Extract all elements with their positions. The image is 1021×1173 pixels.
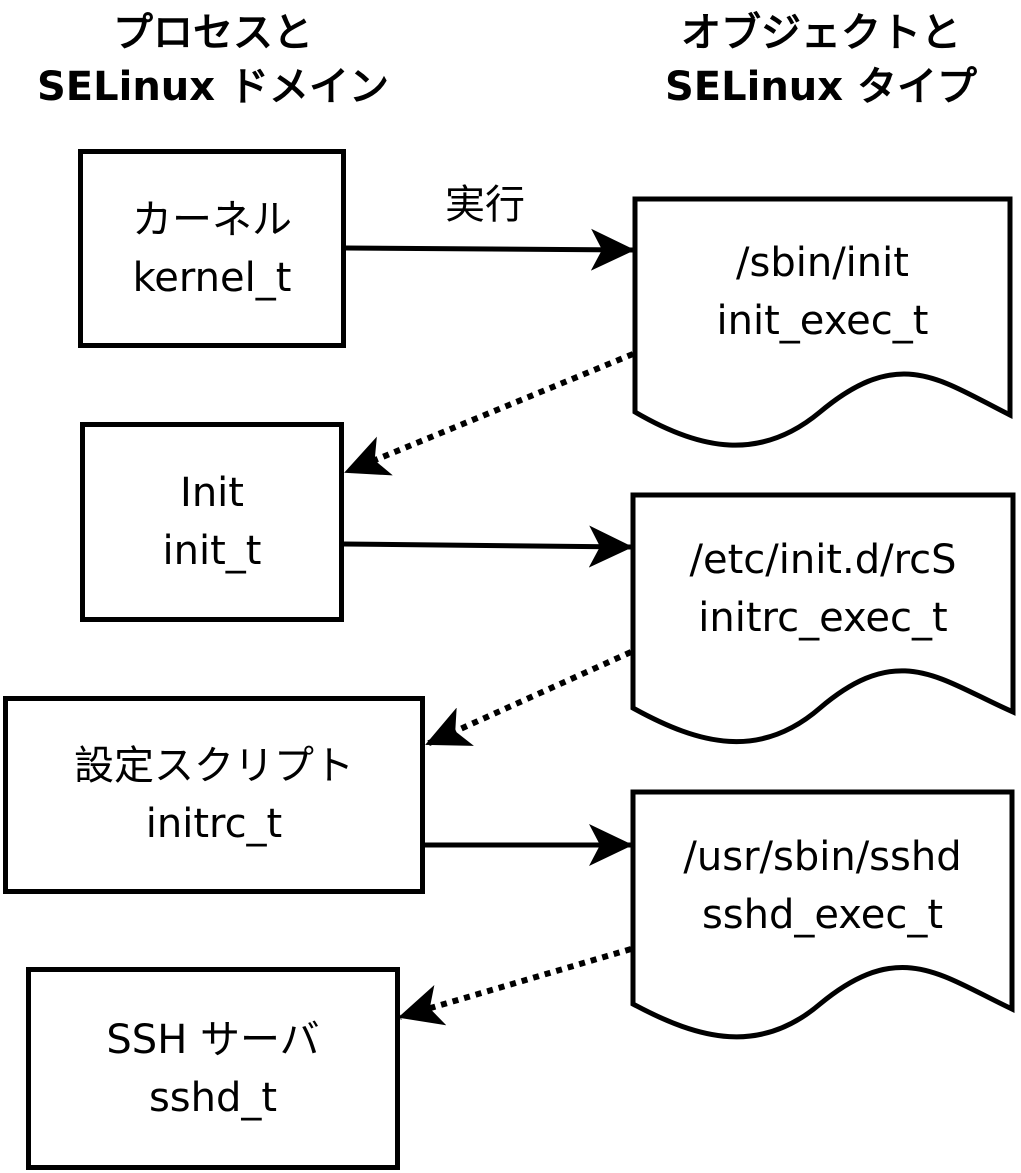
processes-heading-line1: プロセスと [113,10,313,56]
file-path: /sbin/init [736,240,909,286]
processes-heading-line2: SELinux ドメイン [36,64,389,110]
process-box-script: 設定スクリプト initrc_t [3,696,425,894]
file-type: init_exec_t [716,298,929,344]
transition-arrow-sshd-exec-to-sshd [398,946,632,1026]
transition-arrow-init-exec-to-init [344,351,635,476]
objects-heading-line1: オブジェクトと [681,10,961,56]
file-type: sshd_exec_t [701,892,944,938]
file-path: /etc/init.d/rcS [689,537,957,583]
process-box-sshd: SSH サーバ sshd_t [26,967,400,1170]
execute-label: 実行 [445,182,525,228]
transition-arrow-rcs-exec-to-script [425,649,633,747]
process-name: SSH サーバ [106,1016,320,1063]
objects-heading: オブジェクトと SELinux タイプ [611,6,1021,114]
file-path: /usr/sbin/sshd [683,834,962,880]
process-domain-type: sshd_t [148,1074,278,1121]
file-type: initrc_exec_t [698,595,948,641]
process-domain-type: initrc_t [145,801,283,847]
exec-arrow-kernel-to-init [345,228,635,271]
processes-heading: プロセスと SELinux ドメイン [3,6,423,114]
process-box-init: Init init_t [80,422,344,622]
process-name: 設定スクリプト [74,743,354,789]
doc-shape-rcs [630,492,1016,745]
process-name: Init [180,470,244,516]
file-doc-sshd: /usr/sbin/sshd sshd_exec_t [633,828,1012,944]
exec-arrow-init-to-rcs [343,525,633,568]
doc-shape-sbin-init [632,196,1013,448]
file-doc-rcs: /etc/init.d/rcS initrc_exec_t [633,531,1013,647]
doc-shape-sshd [630,789,1015,1040]
process-domain-type: kernel_t [132,254,292,301]
objects-heading-line2: SELinux タイプ [664,64,977,110]
process-name: カーネル [132,196,292,243]
process-domain-type: init_t [162,528,262,574]
process-box-kernel: カーネル kernel_t [78,149,346,348]
file-doc-sbin-init: /sbin/init init_exec_t [635,234,1010,350]
